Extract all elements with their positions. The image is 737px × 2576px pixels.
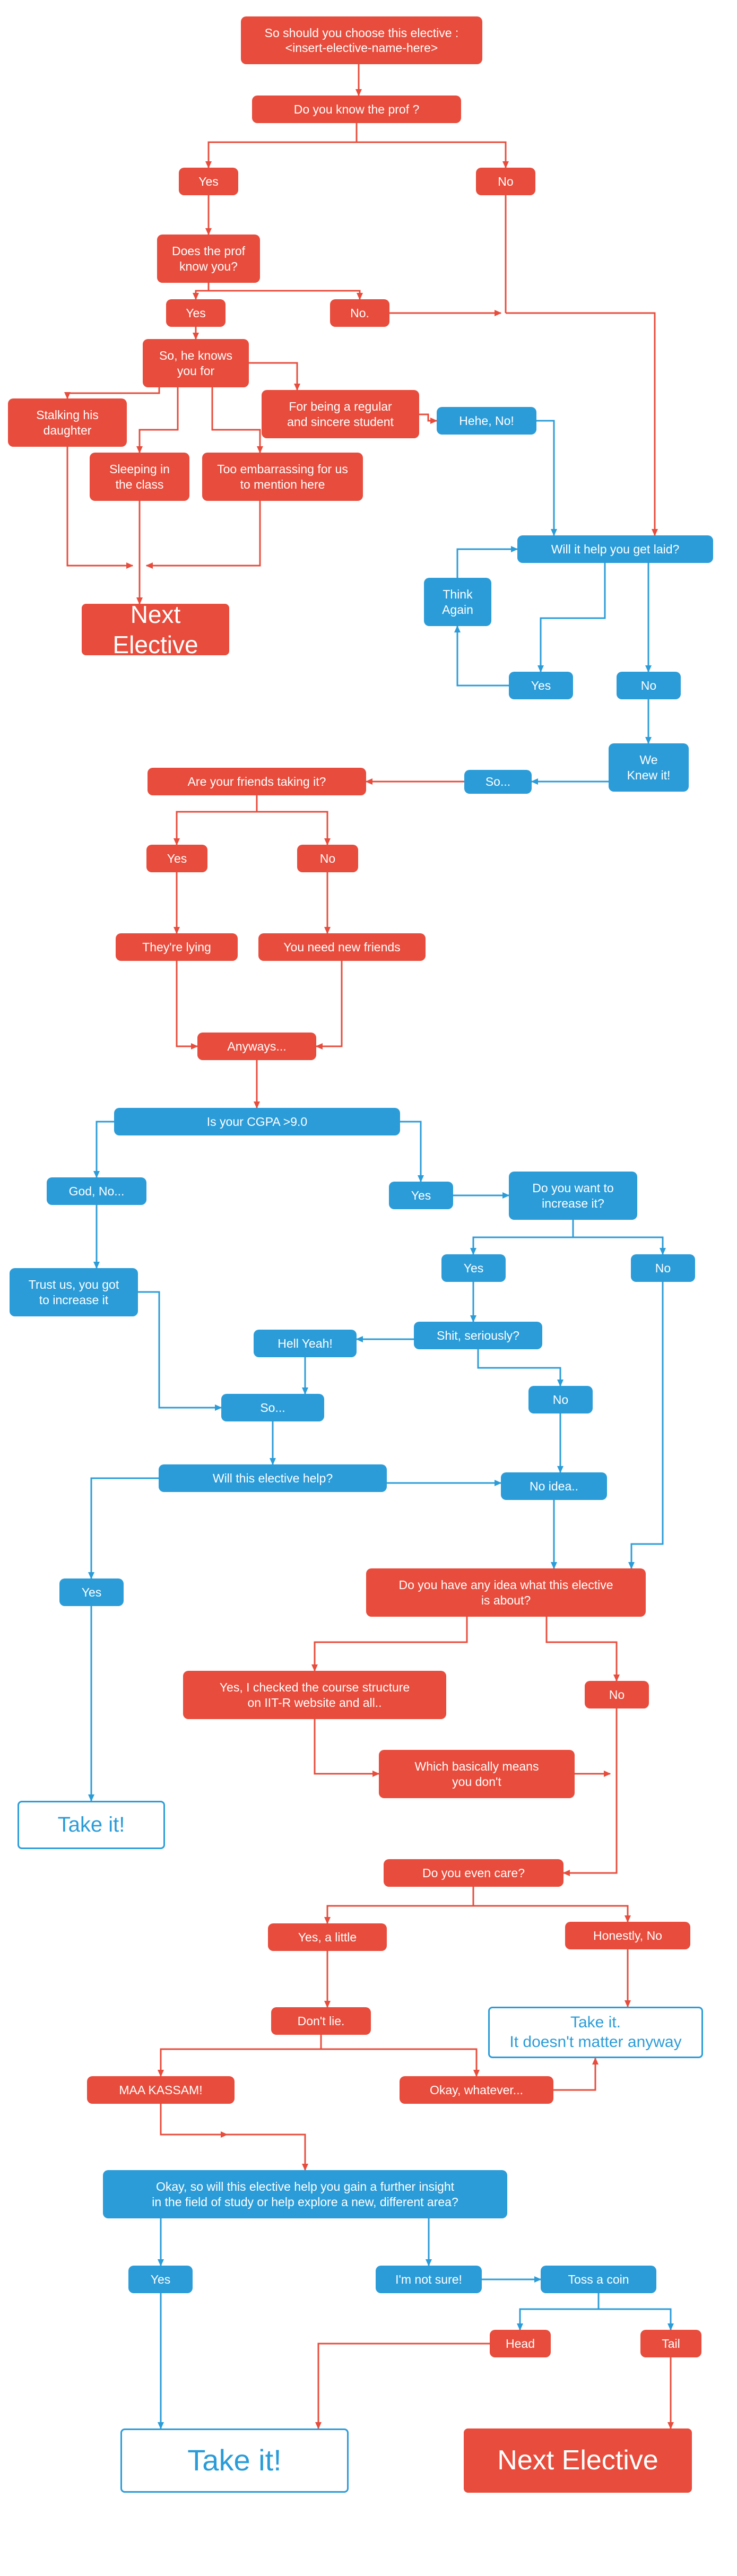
node-honestly-no: Honestly, No (565, 1922, 690, 1949)
node-anyways: Anyways... (197, 1033, 316, 1060)
node-so-2: So... (221, 1394, 324, 1421)
node-even-care: Do you even care? (384, 1859, 563, 1887)
node-title: So should you choose this elective : <in… (241, 16, 482, 64)
node-dont-lie: Don't lie. (271, 2007, 371, 2035)
node-regular-sincere-student: For being a regular and sincere student (262, 390, 419, 438)
node-sleeping-in-class: Sleeping in the class (90, 453, 189, 501)
node-basically-means: Which basically means you don't (379, 1750, 575, 1798)
node-too-embarrassing: Too embarrassing for us to mention here (202, 453, 363, 501)
node-no-4: No (297, 845, 358, 872)
node-no-3: No (617, 672, 681, 699)
node-elective-help: Will this elective help? (159, 1464, 387, 1492)
node-no-idea: No idea.. (501, 1472, 607, 1500)
node-yes-a-little: Yes, a little (268, 1923, 387, 1951)
node-next-elective-2: Next Elective (464, 2428, 692, 2493)
node-maa-kassam: MAA KASSAM! (87, 2076, 235, 2104)
node-need-new-friends: You need new friends (258, 933, 426, 961)
node-im-not-sure: I'm not sure! (376, 2266, 482, 2293)
node-yes-8: Yes (128, 2266, 193, 2293)
node-take-it-1: Take it! (18, 1801, 165, 1849)
node-he-knows-you-for: So, he knows you for (143, 339, 249, 387)
node-we-knew-it: We Knew it! (609, 743, 689, 792)
node-shit-seriously: Shit, seriously? (414, 1322, 542, 1349)
node-god-no: God, No... (47, 1177, 146, 1205)
node-theyre-lying: They're lying (116, 933, 238, 961)
node-stalking-daughter: Stalking his daughter (8, 398, 127, 447)
node-toss-a-coin: Toss a coin (541, 2266, 656, 2293)
node-checked-course-structure: Yes, I checked the course structure on I… (183, 1671, 446, 1719)
node-yes-3: Yes (509, 672, 573, 699)
node-friends-taking: Are your friends taking it? (148, 768, 366, 795)
node-further-insight: Okay, so will this elective help you gai… (103, 2170, 507, 2218)
node-know-prof: Do you know the prof ? (252, 96, 461, 123)
node-no-2: No. (330, 299, 389, 327)
node-prof-know-you: Does the prof know you? (157, 235, 260, 283)
node-head: Head (490, 2330, 551, 2357)
node-okay-whatever: Okay, whatever... (400, 2076, 553, 2104)
red-connectors (64, 64, 674, 2430)
node-no-6: No (528, 1386, 593, 1413)
node-yes-2: Yes (166, 299, 226, 327)
node-increase-it: Do you want to increase it? (509, 1172, 637, 1220)
node-any-idea: Do you have any idea what this elective … (366, 1568, 646, 1617)
node-yes-7: Yes (59, 1578, 124, 1606)
node-no-1: No (476, 168, 535, 195)
node-trust-us: Trust us, you got to increase it (10, 1268, 138, 1316)
node-yes-5: Yes (389, 1182, 453, 1209)
node-yes-6: Yes (441, 1254, 506, 1282)
node-yes-4: Yes (146, 845, 207, 872)
node-no-7: No (585, 1681, 649, 1708)
node-cgpa: Is your CGPA >9.0 (114, 1108, 400, 1135)
blue-connectors (88, 420, 674, 2430)
node-hehe-no: Hehe, No! (437, 407, 536, 435)
node-next-elective-1: Next Elective (82, 601, 229, 658)
node-hell-yeah: Hell Yeah! (254, 1330, 357, 1357)
node-take-it-doesnt-matter: Take it. It doesn't matter anyway (488, 2007, 703, 2058)
node-get-laid: Will it help you get laid? (517, 535, 713, 563)
node-no-5: No (631, 1254, 695, 1282)
node-take-it-2: Take it! (120, 2428, 349, 2493)
node-so-1: So... (464, 770, 532, 794)
node-tail: Tail (640, 2330, 701, 2357)
node-think-again: Think Again (424, 578, 491, 626)
node-yes-1: Yes (179, 168, 238, 195)
